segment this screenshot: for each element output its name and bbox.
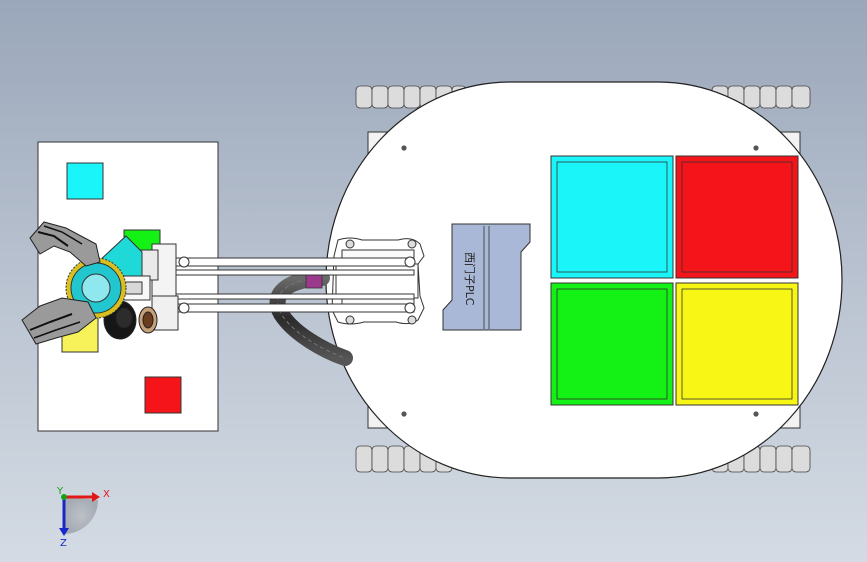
axis-y-label: Y: [56, 486, 64, 497]
color-bins[interactable]: [550, 155, 799, 406]
bin-yellow: [675, 282, 799, 406]
bin-cyan: [550, 155, 674, 279]
plc-label: 西门子PLC: [463, 252, 477, 306]
gripper-icon[interactable]: [21, 221, 101, 345]
axis-x-label: X: [103, 489, 110, 500]
axis-triad-icon[interactable]: X Y Z: [56, 486, 110, 549]
block-cyan[interactable]: [66, 162, 104, 200]
cable-hose: [269, 270, 353, 366]
bin-green: [550, 282, 674, 406]
platform-screws: [401, 145, 759, 417]
arm-upper-links[interactable]: [175, 256, 416, 314]
bin-red: [675, 155, 799, 279]
block-red[interactable]: [144, 376, 182, 414]
plc-module[interactable]: 西门子PLC: [442, 223, 531, 331]
axis-z-label: Z: [60, 538, 67, 549]
